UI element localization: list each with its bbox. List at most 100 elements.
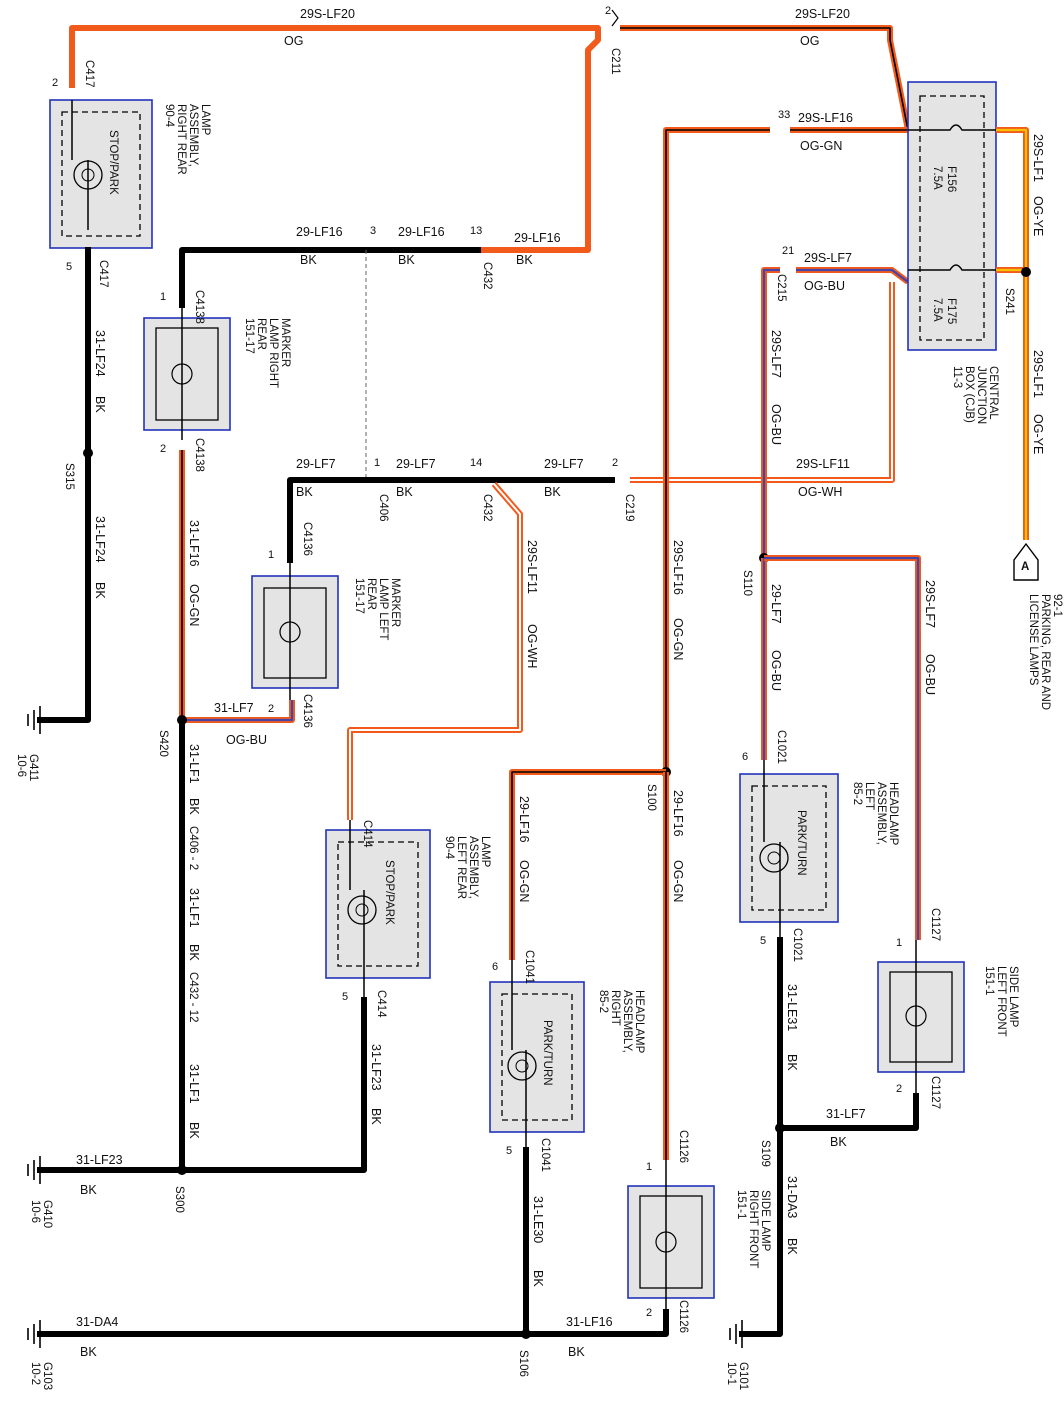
connector-label: C414 — [375, 990, 387, 1018]
connector-label: C4136 — [301, 522, 313, 556]
wire-label: 29-LF16 — [671, 790, 685, 837]
wire-color: BK — [296, 485, 313, 499]
marker-lamp-right-rear — [143, 305, 231, 440]
pin-number: 1 — [374, 457, 380, 469]
pin-number: 2 — [612, 457, 618, 469]
side-rf-line3: 151-1 — [735, 1190, 747, 1219]
wire-label: 29-LF16 — [514, 231, 561, 245]
central-junction-box: F156 7.5A F175 7.5A — [907, 81, 997, 351]
wire-color: BK — [396, 485, 413, 499]
wire-31-lf1 — [37, 719, 185, 1173]
wire-29-lf16 — [179, 247, 481, 308]
lamp-rr-line3: RIGHT REAR — [175, 104, 187, 175]
wire-label: 31-LF24 — [93, 330, 107, 377]
splice-s315 — [83, 448, 93, 458]
wire-label: 29S-LF1 — [1031, 134, 1045, 182]
marker-lr-line4: 151-17 — [353, 578, 365, 614]
wire-color: BK — [80, 1345, 97, 1359]
marker-lamp-left-rear — [251, 560, 339, 700]
wire-color: BK — [398, 253, 415, 267]
side-rf-label: SIDE LAMP RIGHT FRONT 151-1 — [735, 1190, 771, 1268]
wire-color: BK — [80, 1183, 97, 1197]
fuse-f156-name: F156 — [945, 166, 957, 192]
wire-label: 31-LF24 — [93, 516, 107, 563]
connector-label: C1041 — [539, 1138, 551, 1172]
wire-label: 29S-LF16 — [671, 540, 685, 595]
wire-label: 31-LF7 — [826, 1107, 866, 1121]
headlamp-l-line2: ASSEMBLY, — [875, 782, 887, 845]
wire-label: 29S-LF11 — [796, 457, 850, 471]
offpage-letter: A — [1021, 561, 1029, 573]
connector-label: C432 - 12 — [187, 972, 199, 1023]
offpage-line2: PARKING, REAR AND — [1039, 594, 1051, 710]
wire-29s-lf1 — [996, 127, 1029, 540]
connector-label: C1126 — [677, 1300, 689, 1333]
connector-label: C211 — [609, 48, 621, 75]
marker-lr-line3: REAR — [365, 578, 377, 610]
wire-color: OG-WH — [525, 624, 539, 668]
wire-29s-lf11-lower — [347, 482, 523, 820]
ground-ref: 10-1 — [725, 1362, 737, 1385]
pin-number: 2 — [52, 77, 58, 89]
pin-number: 2 — [160, 443, 166, 455]
wire-color: OG-GN — [800, 139, 842, 153]
side-lamp-right-front — [627, 1160, 715, 1312]
offpage-connector-a[interactable]: A — [1013, 542, 1039, 581]
fuse-f156-rating: 7.5A — [931, 166, 943, 190]
marker-lr-line1: MARKER — [389, 578, 401, 627]
wire-color: BK — [187, 1122, 201, 1139]
wire-label: 29S-LF7 — [923, 580, 937, 628]
wire-color: OG — [800, 34, 819, 48]
connector-label: C1021 — [791, 928, 803, 962]
wire-color: OG — [284, 34, 303, 48]
lamp-lr-line4: 90-4 — [443, 836, 455, 860]
headlamp-l-line3: LEFT — [863, 782, 875, 810]
wire-color: BK — [785, 1238, 799, 1255]
wire-color: OG-BU — [226, 733, 267, 747]
connector-label: C4138 — [193, 290, 205, 324]
inner-label: STOP/PARK — [383, 860, 395, 925]
pin-number: 13 — [470, 225, 482, 237]
headlamp-l-label: HEADLAMP ASSEMBLY, LEFT 85-2 — [851, 782, 899, 846]
cjb-line3: BOX (CJB) — [963, 366, 975, 423]
wire-label: 31-LE31 — [785, 984, 799, 1031]
splice-label: S420 — [157, 730, 169, 757]
wire-color: OG-YE — [1031, 414, 1045, 454]
ground-icon — [27, 1320, 41, 1348]
wire-29s-lf20 — [69, 25, 911, 253]
wire-label: 31-LF1 — [187, 1064, 201, 1104]
pin-number: 33 — [778, 109, 790, 121]
wire-label: 31-LF23 — [76, 1153, 123, 1167]
wire-label: 29S-LF20 — [795, 7, 850, 21]
headlamp-r-line2: ASSEMBLY, — [621, 990, 633, 1053]
side-lf-line3: 151-1 — [983, 966, 995, 995]
pin-number: 3 — [370, 225, 376, 237]
ground-label: G103 — [41, 1362, 53, 1390]
headlamp-assembly-left: PARK/TURN — [739, 760, 839, 940]
ground-label: G101 — [737, 1362, 749, 1390]
marker-lr-line2: LAMP LEFT — [377, 578, 389, 640]
headlamp-assembly-right: PARK/TURN — [489, 960, 585, 1150]
headlamp-r-line4: 85-2 — [597, 990, 609, 1013]
wire-label: 31-LE30 — [531, 1196, 545, 1243]
wire-label: 29-LF16 — [398, 225, 445, 239]
connector-label: C432 — [481, 494, 493, 522]
wire-color: BK — [544, 485, 561, 499]
wire-color: OG-GN — [671, 860, 685, 902]
cjb-line4: 11-3 — [951, 366, 963, 388]
side-lf-line1: SIDE LAMP — [1007, 966, 1019, 1028]
splice-label: S106 — [517, 1350, 529, 1377]
connector-label: C406 - 2 — [187, 826, 199, 870]
pin-number: 5 — [66, 261, 72, 273]
lamp-lr-label: LAMP ASSEMBLY, LEFT REAR 90-4 — [443, 836, 491, 899]
wire-color: OG-BU — [769, 650, 783, 691]
connector-label: C1127 — [929, 908, 941, 941]
cjb-line2: JUNCTION — [975, 366, 987, 424]
lamp-lr-line3: LEFT REAR — [455, 836, 467, 899]
headlamp-l-line1: HEADLAMP — [887, 782, 899, 846]
ground-icon — [729, 1320, 743, 1348]
ground-label: G411 — [27, 754, 39, 781]
wire-label: 29-LF7 — [544, 457, 584, 471]
inner-label: STOP/PARK — [107, 130, 119, 195]
